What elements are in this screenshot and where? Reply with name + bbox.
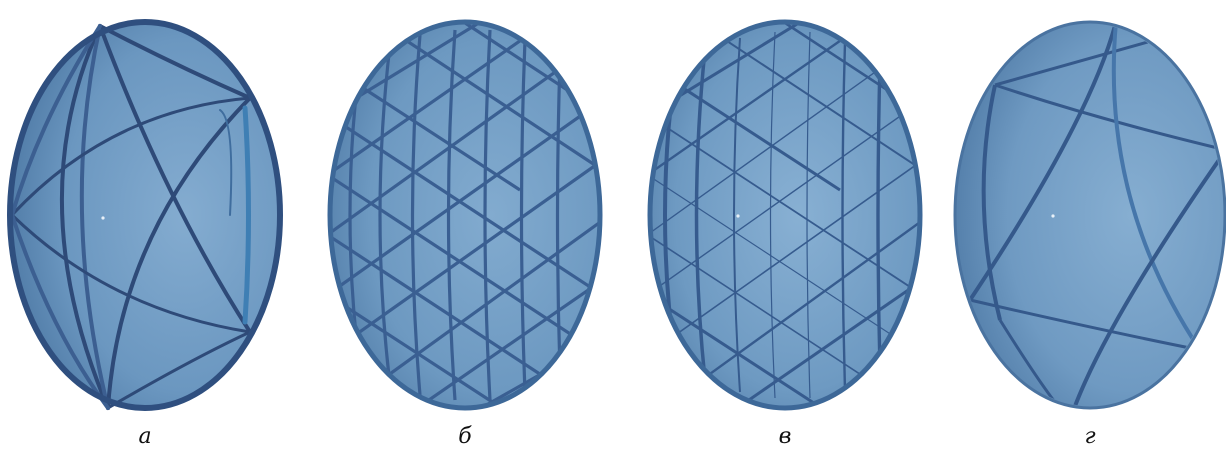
dish-d-graphic [953, 20, 1226, 410]
dish-surface [650, 22, 920, 408]
dish-surface [955, 22, 1225, 408]
dish-b-graphic [327, 19, 603, 411]
rib [332, 108, 598, 302]
dish-c-graphic [647, 19, 923, 411]
dish-center-mark [1051, 214, 1055, 218]
rib [98, 24, 252, 100]
rib [10, 96, 252, 217]
rib [998, 319, 1072, 406]
rib [994, 83, 1223, 152]
dish-rim [7, 19, 283, 411]
rib [652, 288, 841, 406]
rib [332, 153, 598, 362]
rib [106, 330, 252, 410]
rib [106, 96, 252, 410]
panel-d [950, 0, 1226, 420]
rib [806, 31, 811, 399]
rib [410, 34, 422, 396]
rib [555, 59, 562, 373]
dish-rim [327, 19, 603, 411]
dish-surface [330, 22, 600, 408]
rib [332, 38, 598, 242]
panel-c [640, 0, 930, 420]
panel-b [320, 0, 610, 420]
rib [10, 213, 252, 334]
rib [10, 24, 102, 217]
dish-rim [953, 20, 1226, 410]
rib [719, 273, 918, 406]
rib [876, 61, 882, 371]
rib [519, 39, 527, 393]
dish-center-mark [736, 214, 740, 218]
rib [841, 41, 847, 391]
rib [652, 94, 918, 301]
dish-a-graphic [7, 19, 283, 411]
rib [968, 24, 1118, 302]
dish-rim [647, 19, 923, 411]
caption-c: в [778, 424, 792, 449]
rib [399, 273, 598, 406]
rib [332, 168, 598, 362]
rib [652, 169, 918, 361]
rib [769, 31, 776, 399]
rib [98, 24, 252, 334]
rib [652, 39, 918, 241]
rib [969, 298, 1201, 352]
caption-a: а [138, 424, 152, 449]
rib [242, 105, 251, 325]
rib [483, 29, 492, 401]
rib [652, 109, 918, 301]
rib [694, 49, 707, 381]
rib [1111, 24, 1202, 352]
rib [378, 44, 392, 386]
rib [332, 24, 551, 182]
rib [652, 154, 918, 361]
caption-d: г [1084, 424, 1096, 449]
rib [733, 37, 741, 393]
rib [446, 29, 457, 401]
caption-b: б [458, 424, 472, 449]
rib [79, 24, 110, 410]
rib [981, 84, 1002, 321]
rib [332, 288, 521, 406]
rib [332, 93, 598, 302]
dish-center-mark [101, 216, 105, 220]
rib [1068, 148, 1223, 406]
rib [59, 24, 110, 410]
rib [10, 213, 110, 410]
panel-a [0, 0, 290, 420]
rib [652, 24, 871, 181]
rib [219, 109, 233, 216]
